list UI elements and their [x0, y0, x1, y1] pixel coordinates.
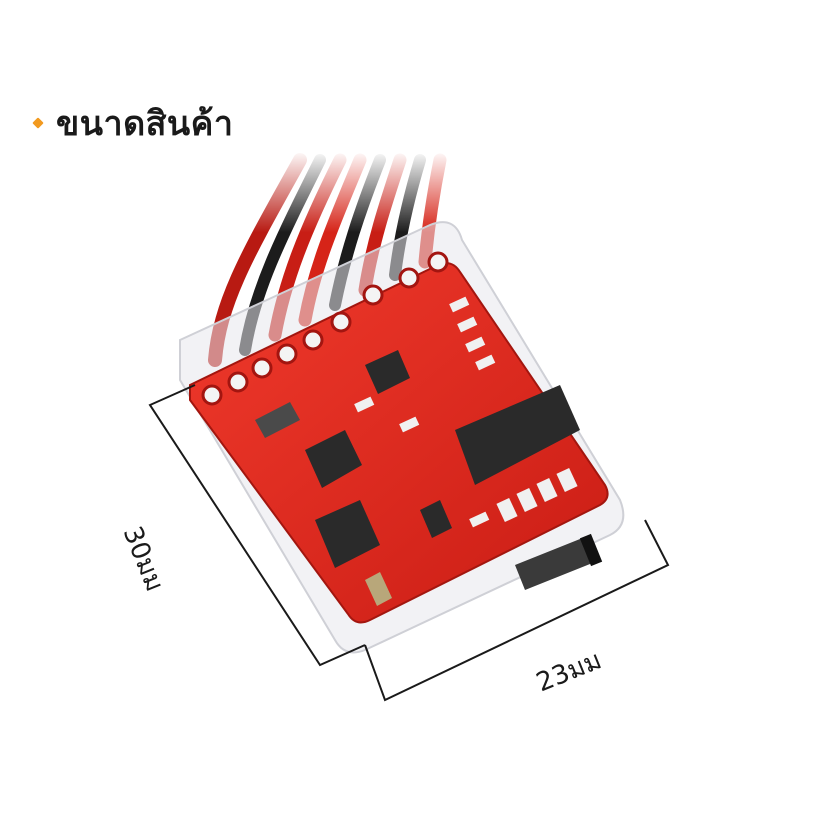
slide-switch	[515, 533, 603, 590]
solder-pads	[201, 251, 449, 406]
heading-title: ขนาดสินค้า	[56, 104, 234, 144]
section-heading: ขนาดสินค้า	[32, 96, 234, 150]
dimension-lines	[148, 384, 670, 702]
smd-components	[354, 296, 578, 528]
ic-components	[255, 350, 580, 606]
